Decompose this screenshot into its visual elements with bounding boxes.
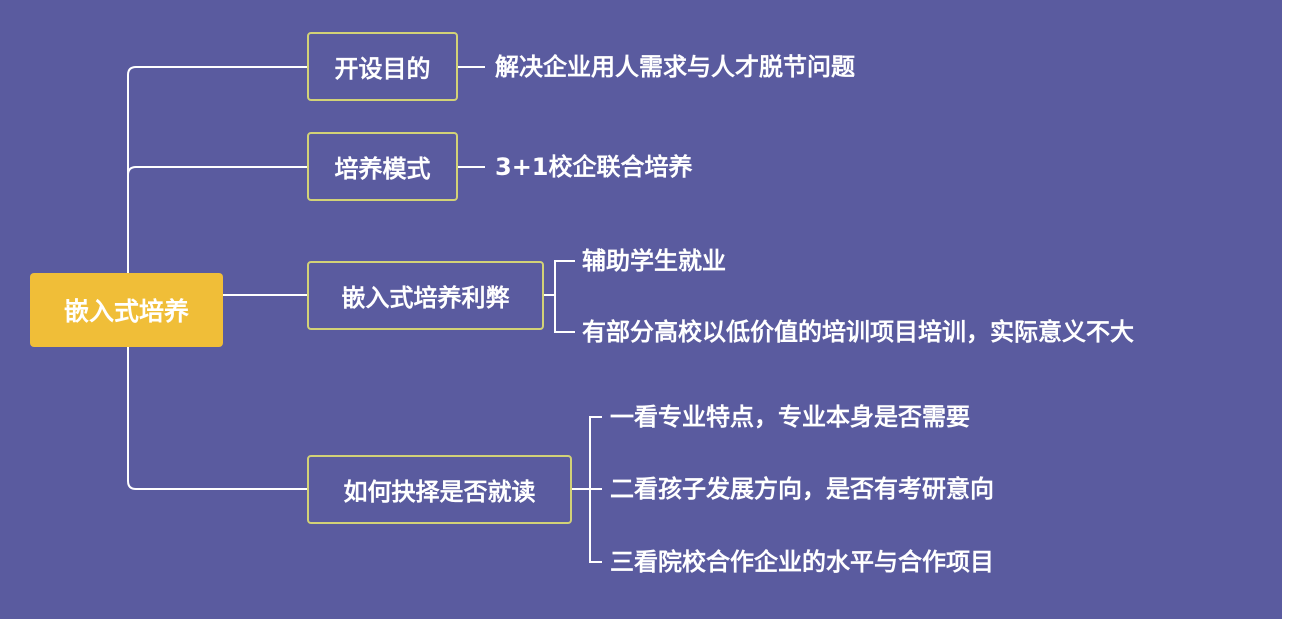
branch-node-mode[interactable]: 培养模式 — [307, 132, 458, 201]
connector-branch-2 — [127, 166, 307, 176]
leaf-node[interactable]: 二看孩子发展方向，是否有考研意向 — [610, 475, 994, 503]
branch-node-pros-cons[interactable]: 嵌入式培养利弊 — [307, 261, 544, 330]
branch-node-purpose[interactable]: 开设目的 — [307, 32, 458, 101]
branch-node-decision[interactable]: 如何抉择是否就读 — [307, 455, 572, 524]
leaf-node[interactable]: 有部分高校以低价值的培训项目培训，实际意义不大 — [582, 318, 1134, 346]
leaf-node[interactable]: 辅助学生就业 — [582, 247, 726, 275]
bracket-branch-3 — [543, 260, 575, 333]
leaf-node[interactable]: 三看院校合作企业的水平与合作项目 — [610, 548, 994, 576]
leaf-node[interactable]: 3+1校企联合培养 — [495, 153, 693, 181]
leaf-node[interactable]: 解决企业用人需求与人才脱节问题 — [495, 53, 855, 81]
leaf-node[interactable]: 一看专业特点，专业本身是否需要 — [610, 403, 970, 431]
root-node[interactable]: 嵌入式培养 — [30, 273, 223, 347]
bracket-branch-4 — [571, 416, 602, 563]
